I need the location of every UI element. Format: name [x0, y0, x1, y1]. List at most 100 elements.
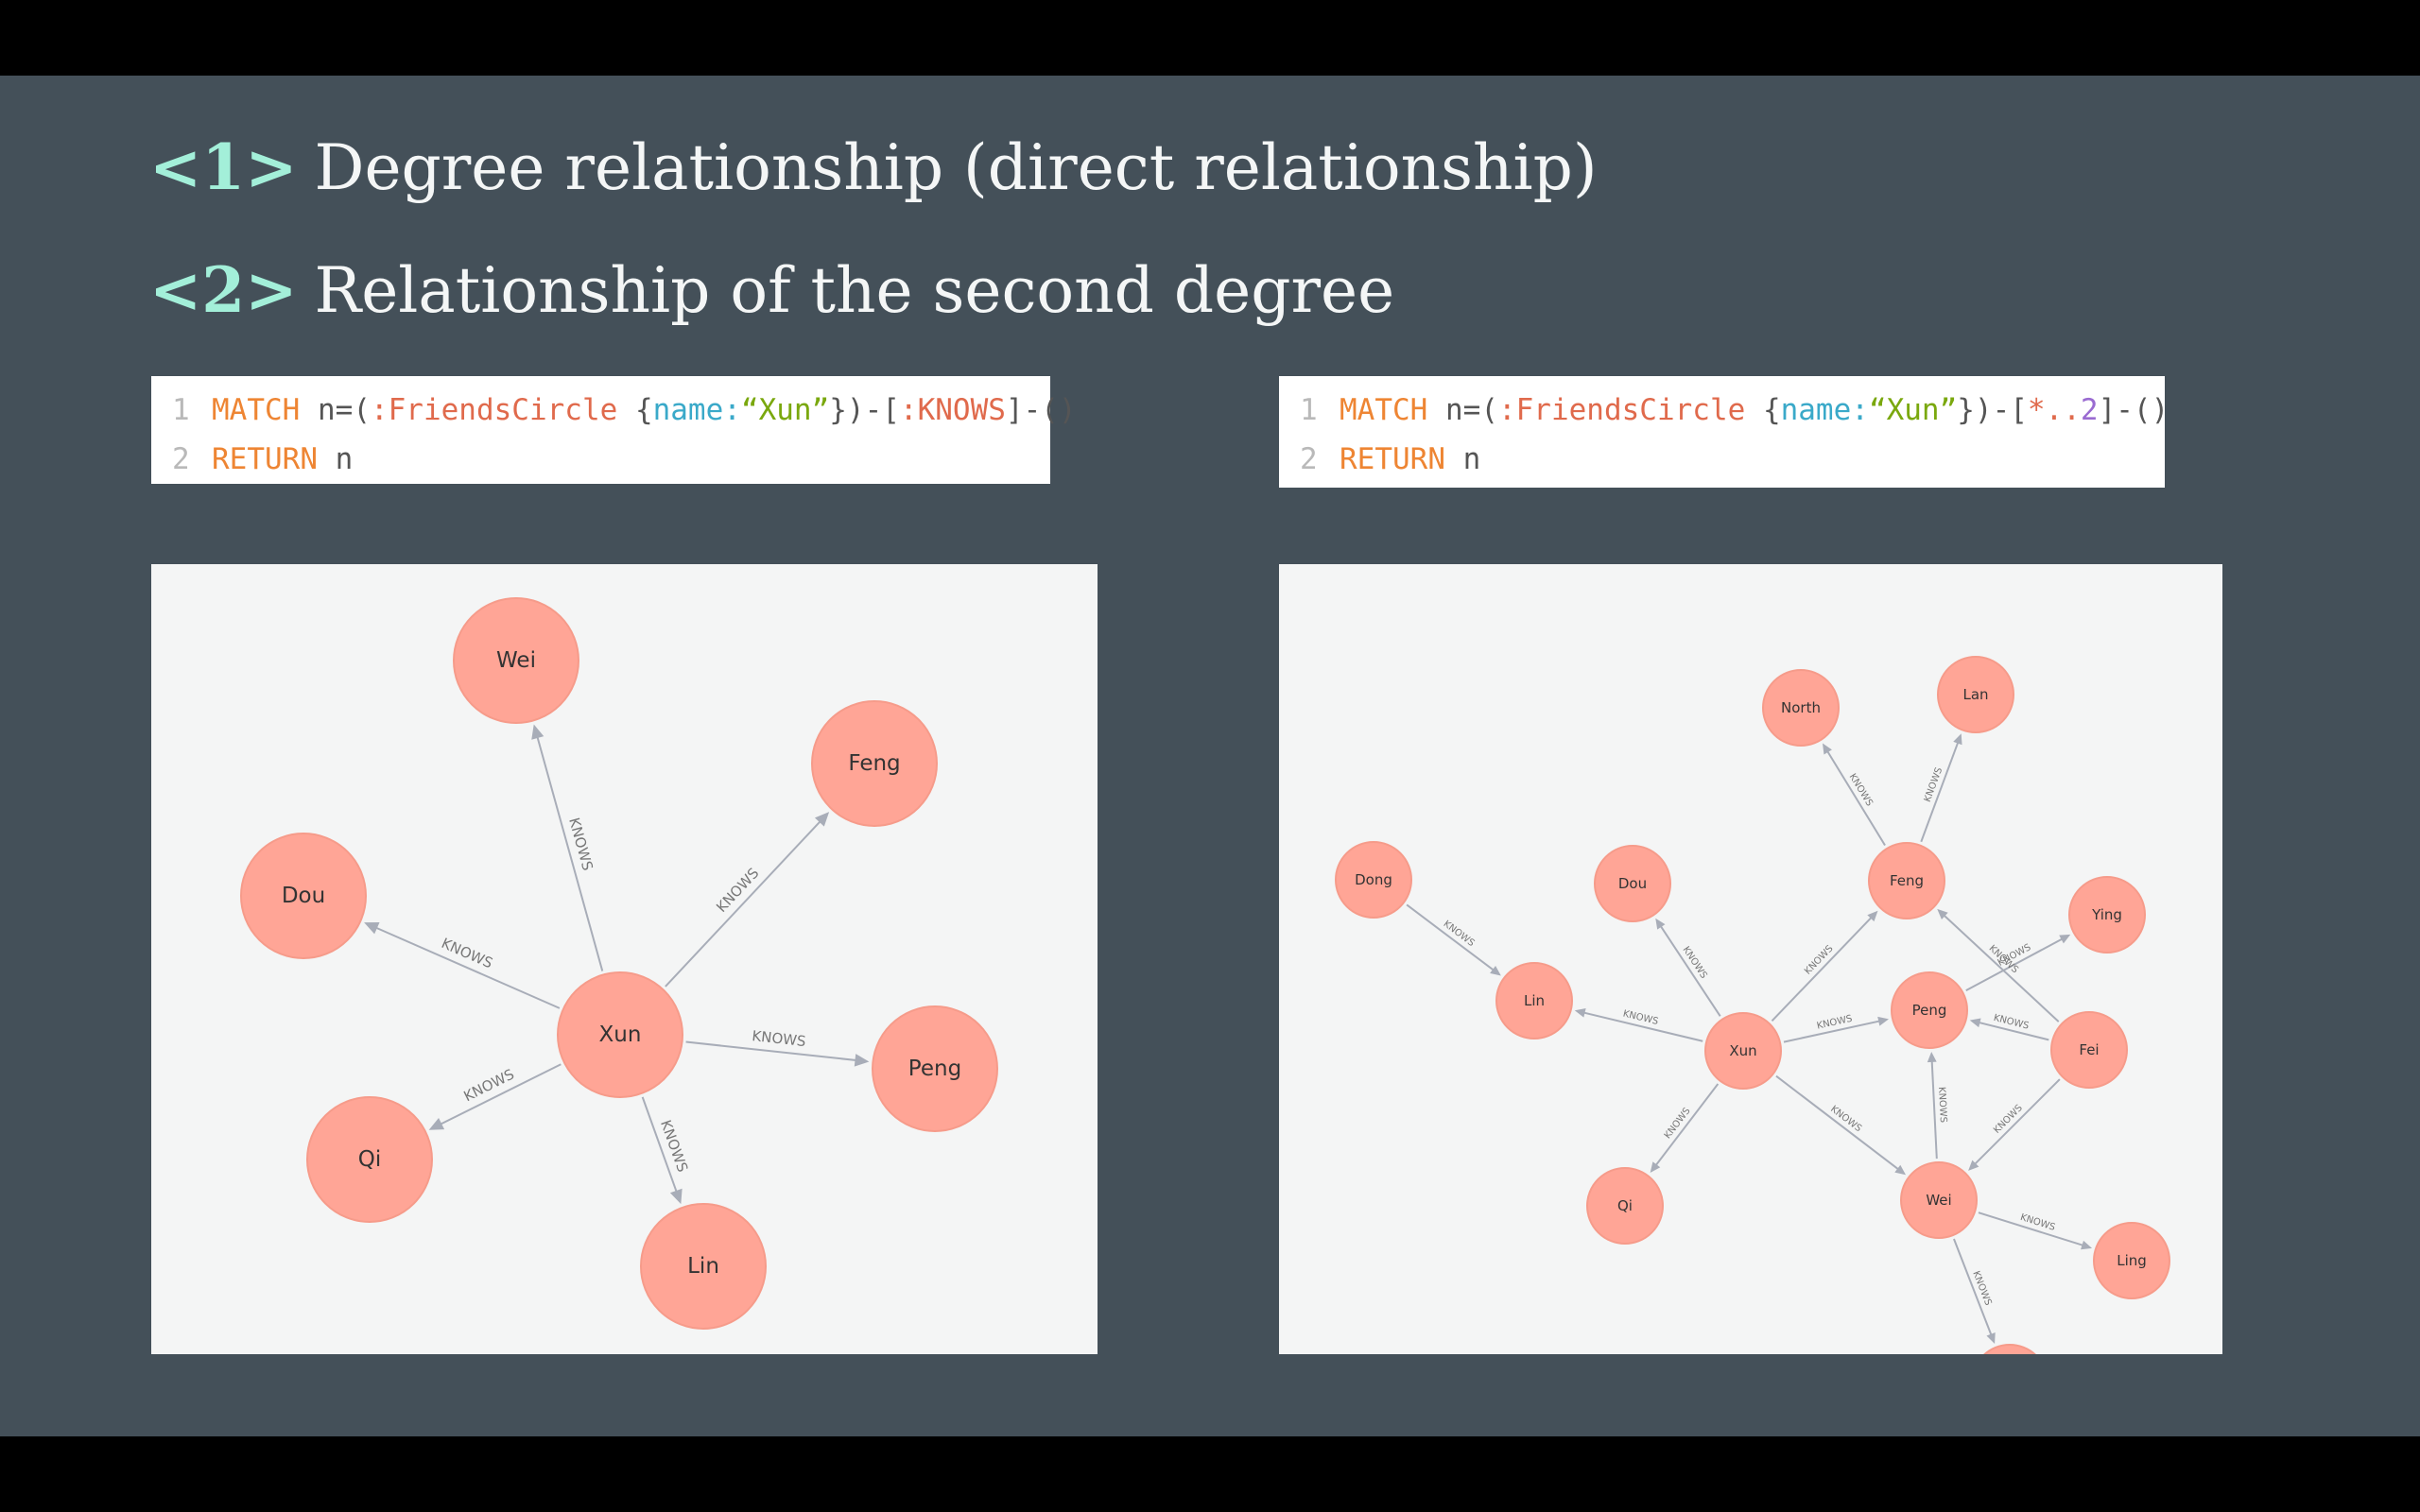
node-circle[interactable]: [1937, 656, 2014, 733]
node-circle[interactable]: [1335, 841, 1412, 919]
edge-label: KNOWS: [752, 1027, 807, 1050]
edge-arrowhead: [1655, 918, 1666, 930]
slide: <1>Degree relationship (direct relations…: [0, 76, 2420, 1436]
node-circle[interactable]: [1891, 971, 1968, 1049]
node-qi[interactable]: Qi: [306, 1096, 433, 1223]
edge-arrowhead: [1877, 1016, 1890, 1026]
node-dou[interactable]: Dou: [1594, 845, 1671, 922]
node-circle[interactable]: [1972, 1344, 2048, 1354]
edge-arrowhead: [1822, 743, 1832, 755]
graph-canvas: KNOWSKNOWSKNOWSKNOWSKNOWSKNOWSXunWeiFeng…: [240, 597, 998, 1330]
edge-line-xun-dou: [371, 924, 561, 1009]
node-label: Ling: [2117, 1252, 2147, 1269]
edge-line-wei-peng: [1930, 1057, 1938, 1160]
node-circle[interactable]: [240, 833, 367, 959]
node-ling[interactable]: Ling: [2093, 1222, 2170, 1299]
edge-label: KNOWS: [2019, 1212, 2057, 1233]
heading-degree-relationship: <1>Degree relationship (direct relations…: [149, 130, 1598, 204]
node-label: Fei: [2079, 1041, 2099, 1058]
node-circle[interactable]: [306, 1096, 433, 1223]
node-label: Lin: [687, 1254, 719, 1279]
edge-arrowhead: [1490, 965, 1501, 976]
node-lin[interactable]: Lin: [640, 1203, 767, 1330]
node-north[interactable]: North: [1762, 669, 1840, 747]
node-qi[interactable]: Qi: [1586, 1167, 1664, 1245]
edge-arrowhead: [1927, 1051, 1937, 1063]
edge-arrowhead: [1969, 1018, 1981, 1028]
node-label: Qi: [358, 1147, 382, 1172]
node-dong[interactable]: Dong: [1335, 841, 1412, 919]
keyword-match: MATCH: [1340, 393, 1428, 427]
node-wei[interactable]: Wei: [1900, 1161, 1978, 1239]
edge-arrowhead: [364, 921, 380, 935]
node-circle[interactable]: [557, 971, 683, 1098]
edge-line-xun-wei: [1775, 1074, 1902, 1173]
edge-line-wei-ling: [1978, 1211, 2087, 1247]
edge-line-dong-lin: [1406, 903, 1497, 973]
node-dou[interactable]: Dou: [240, 833, 367, 959]
node-label-token: :FriendsCircle: [1497, 393, 1746, 427]
edge-label: KNOWS: [565, 816, 596, 872]
property-key: name:: [1780, 393, 1869, 427]
node-feng[interactable]: Feng: [811, 700, 938, 827]
edge-label: KNOWS: [1936, 1087, 1948, 1124]
node-circle[interactable]: [1495, 962, 1573, 1040]
path-length-token: *..: [2027, 393, 2081, 427]
node-wei[interactable]: Wei: [453, 597, 579, 724]
code-text: ]-(): [1005, 393, 1077, 427]
code-text: ]-(): [2098, 393, 2169, 427]
node-lin[interactable]: Lin: [1495, 962, 1573, 1040]
edge-arrowhead: [1574, 1008, 1586, 1018]
edge-line-wei-rui: [1953, 1238, 1994, 1339]
keyword-match: MATCH: [212, 393, 301, 427]
node-circle[interactable]: [1762, 669, 1840, 747]
edge-arrowhead: [531, 724, 544, 740]
node-circle[interactable]: [453, 597, 579, 724]
edge-line-xun-feng: [1771, 914, 1875, 1022]
node-circle[interactable]: [811, 700, 938, 827]
node-label: Feng: [1890, 872, 1924, 889]
node-xun[interactable]: Xun: [1704, 1012, 1782, 1090]
node-label: North: [1781, 699, 1821, 716]
node-label: Lin: [1524, 992, 1545, 1009]
node-ying[interactable]: Ying: [2068, 876, 2146, 954]
node-fei[interactable]: Fei: [2050, 1011, 2128, 1089]
edge-arrowhead: [1968, 1160, 1979, 1171]
code-text: n: [1444, 442, 1481, 476]
heading-text: Degree relationship (direct relationship…: [314, 131, 1598, 204]
node-circle[interactable]: [2050, 1011, 2128, 1089]
keyword-return: RETURN: [212, 442, 318, 476]
code-text: n=(: [1427, 393, 1498, 427]
node-circle[interactable]: [1586, 1167, 1664, 1245]
line-number: 2: [1300, 442, 1318, 476]
node-circle[interactable]: [640, 1203, 767, 1330]
edge-arrowhead: [1937, 908, 1948, 920]
node-circle[interactable]: [1868, 842, 1945, 919]
edge-arrowhead: [814, 812, 830, 827]
node-rui[interactable]: Rui: [1972, 1344, 2048, 1354]
edge-line-feng-lan: [1920, 739, 1961, 843]
edge-label: KNOWS: [1622, 1008, 1660, 1027]
node-xun[interactable]: Xun: [557, 971, 683, 1098]
node-circle[interactable]: [1900, 1161, 1978, 1239]
node-lan[interactable]: Lan: [1937, 656, 2014, 733]
node-peng[interactable]: Peng: [872, 1005, 998, 1132]
node-label: Feng: [848, 751, 900, 776]
edge-line-xun-lin: [641, 1096, 680, 1196]
node-circle[interactable]: [1704, 1012, 1782, 1090]
edge-arrowhead: [1650, 1161, 1661, 1174]
edge-line-xun-wei: [535, 731, 604, 971]
node-circle[interactable]: [872, 1005, 998, 1132]
node-peng[interactable]: Peng: [1891, 971, 1968, 1049]
edge-arrowhead: [428, 1118, 445, 1130]
node-label: Xun: [599, 1022, 642, 1047]
property-key: name:: [652, 393, 741, 427]
node-feng[interactable]: Feng: [1868, 842, 1945, 919]
node-circle[interactable]: [1594, 845, 1671, 922]
node-circle[interactable]: [2093, 1222, 2170, 1299]
node-circle[interactable]: [2068, 876, 2146, 954]
